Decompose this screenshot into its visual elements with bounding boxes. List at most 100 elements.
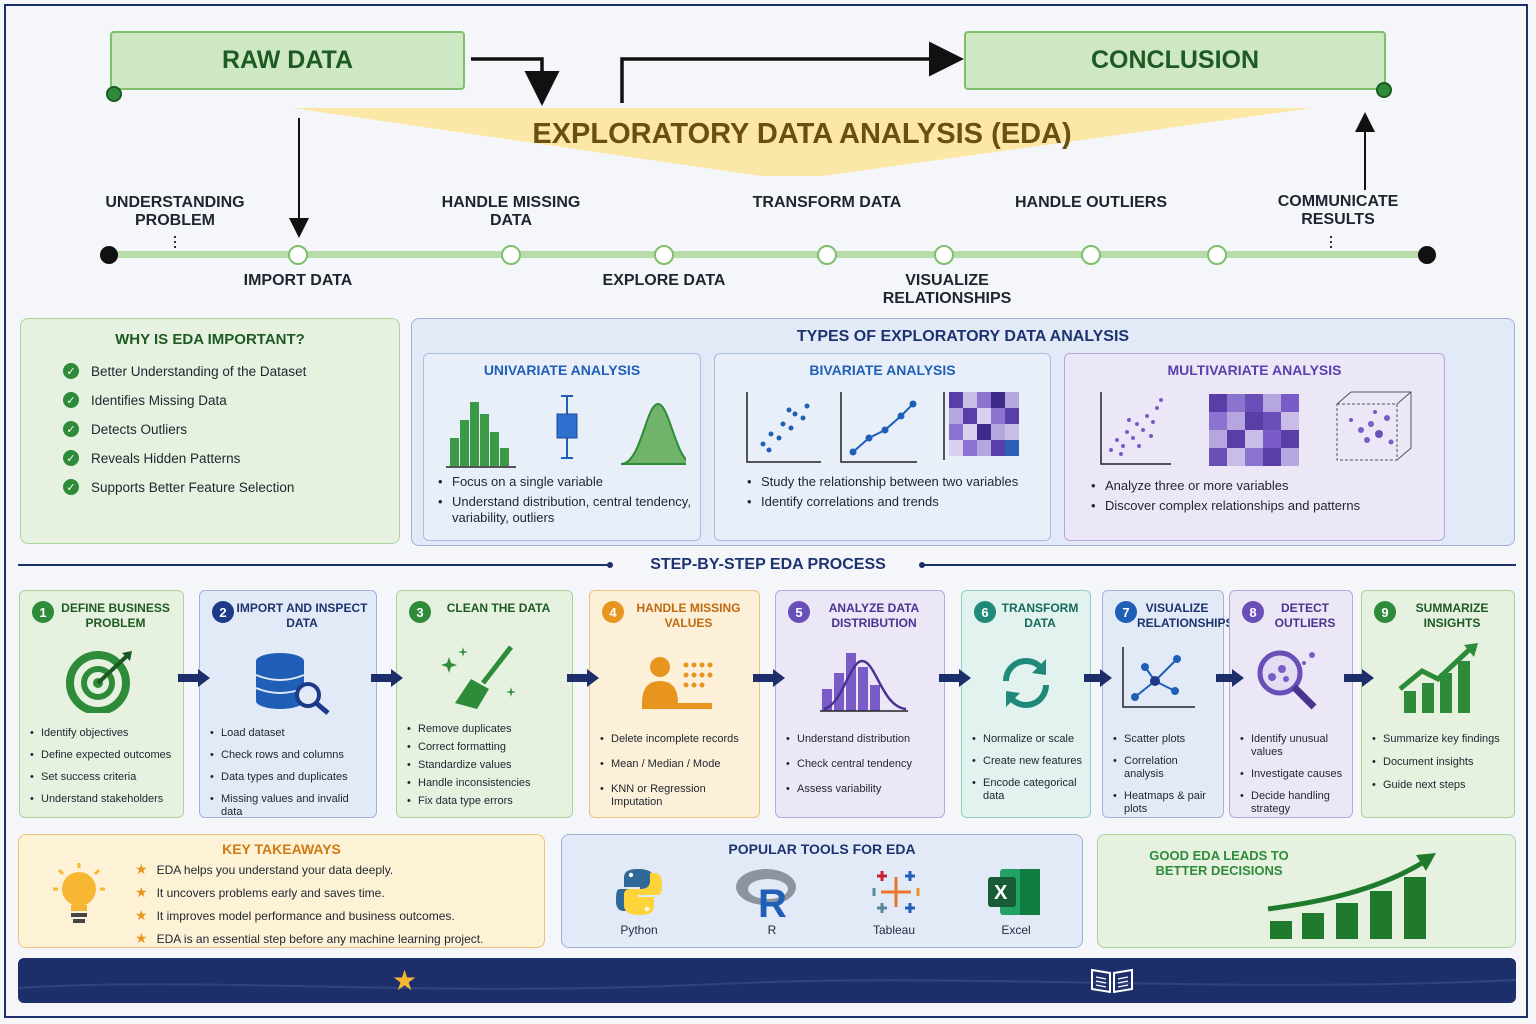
missing-values-icon — [642, 657, 713, 709]
takeaway-text: It uncovers problems early and saves tim… — [156, 885, 385, 900]
step-7: 7 VISUALIZE RELATIONSHIPS Scatter plots … — [1102, 590, 1234, 818]
step-item: Define expected outcomes — [30, 749, 179, 762]
bivariate-title: BIVARIATE ANALYSIS — [809, 362, 956, 378]
timeline-node — [501, 245, 521, 265]
tool-label-tableau: Tableau — [872, 923, 916, 937]
takeaways-panel: KEY TAKEAWAYS ★ EDA helps you understand … — [18, 834, 545, 948]
multivariate-scatter-icon — [1100, 392, 1171, 465]
arrow-icon — [178, 669, 210, 687]
step-items: Scatter plots Correlation analysis Heatm… — [1113, 733, 1219, 825]
arrow-icon — [567, 669, 599, 687]
step-item: Understand distribution — [786, 733, 940, 746]
star-icon: ★ — [135, 861, 148, 877]
step-item: Guide next steps — [1372, 779, 1510, 792]
bullet: Understand distribution, central tendenc… — [436, 494, 698, 526]
takeaways-title: KEY TAKEAWAYS — [222, 841, 341, 857]
timeline-end — [1418, 246, 1436, 264]
step-1: 1 DEFINE BUSINESS PROBLEM Identify objec… — [19, 590, 184, 818]
multivariate-panel: MULTIVARIATE ANALYSIS Analyze three or m… — [1064, 353, 1445, 541]
decisions-panel: GOOD EDA LEADS TO BETTER DECISIONS — [1097, 834, 1516, 948]
correlation-heatmap-icon — [943, 392, 1019, 460]
step-item: Remove duplicates — [407, 723, 568, 736]
step-item: Missing values and invalid data — [210, 793, 372, 819]
step-number: 4 — [602, 601, 624, 623]
timeline-label-missing: HANDLE MISSING DATA — [441, 194, 581, 229]
timeline-start — [100, 246, 118, 264]
arrow-icon — [1216, 669, 1244, 687]
takeaway-text: EDA helps you understand your data deepl… — [156, 862, 394, 877]
network-chart-icon — [1122, 647, 1195, 708]
tools-title: POPULAR TOOLS FOR EDA — [728, 841, 916, 857]
step-title: VISUALIZE RELATIONSHIPS — [1137, 601, 1234, 630]
step-title: DEFINE BUSINESS PROBLEM — [61, 601, 170, 630]
bullet: Identify correlations and trends — [745, 494, 1045, 510]
conclusion-dot — [1376, 82, 1392, 98]
takeaway-text: It improves model performance and busine… — [156, 908, 455, 923]
why-item-label: Better Understanding of the Dataset — [91, 363, 307, 379]
step-items: Understand distribution Check central te… — [786, 733, 940, 808]
star-icon: ★ — [392, 965, 418, 996]
step-item: Standardize values — [407, 759, 568, 772]
why-item-label: Reveals Hidden Patterns — [91, 450, 241, 466]
why-eda-title: WHY IS EDA IMPORTANT? — [115, 331, 305, 348]
arrow-icon — [939, 669, 971, 687]
types-panel: TYPES OF EXPLORATORY DATA ANALYSIS UNIVA… — [411, 318, 1515, 546]
step-item: Assess variability — [786, 783, 940, 796]
timeline-label-visualize: VISUALIZE RELATIONSHIPS — [882, 272, 1012, 307]
footer-bar: ★ — [18, 958, 1516, 1003]
step-item: Correlation analysis — [1113, 755, 1219, 781]
takeaway-text: EDA is an essential step before any mach… — [156, 931, 484, 946]
timeline-label-outliers: HANDLE OUTLIERS — [1015, 194, 1167, 211]
timeline-node — [288, 245, 308, 265]
step-item: Load dataset — [210, 727, 372, 740]
types-title: TYPES OF EXPLORATORY DATA ANALYSIS — [796, 328, 1130, 345]
target-icon — [66, 651, 132, 713]
step-items: Delete incomplete records Mean / Median … — [600, 733, 755, 821]
check-icon: ✓ — [63, 479, 79, 495]
why-item: ✓Reveals Hidden Patterns — [63, 450, 240, 466]
step-title: DETECT OUTLIERS — [1274, 601, 1336, 630]
why-item-label: Supports Better Feature Selection — [91, 479, 295, 495]
svg-text:X: X — [994, 882, 1008, 904]
takeaway-item: ★It improves model performance and busin… — [135, 907, 483, 924]
excel-icon: X — [988, 869, 1040, 915]
step-title: HANDLE MISSING VALUES — [636, 601, 741, 630]
step-item: Correct formatting — [407, 741, 568, 754]
tool-label-python: Python — [620, 923, 658, 937]
3d-cube-scatter-icon — [1336, 391, 1412, 461]
step-2: 2 IMPORT AND INSPECT DATA Load dataset C… — [199, 590, 377, 818]
scatter-plot-icon — [746, 392, 821, 463]
step-title: TRANSFORM DATA — [1001, 601, 1079, 630]
takeaway-item: ★It uncovers problems early and saves ti… — [135, 884, 483, 901]
step-9: 9 SUMMARIZE INSIGHTS Summarize key findi… — [1361, 590, 1515, 818]
step-5: 5 ANALYZE DATA DISTRIBUTION Understand d… — [775, 590, 945, 818]
flow-arrows — [174, 41, 1375, 248]
bell-curve-icon — [620, 402, 686, 465]
eda-title: EXPLORATORY DATA ANALYSIS (EDA) — [532, 118, 1072, 150]
step-item: Scatter plots — [1113, 733, 1219, 746]
process-title: STEP-BY-STEP EDA PROCESS — [650, 556, 886, 573]
step-title: CLEAN THE DATA — [446, 601, 551, 615]
step-number: 1 — [32, 601, 54, 623]
why-item-label: Identifies Missing Data — [91, 392, 227, 408]
univariate-panel: UNIVARIATE ANALYSIS Focus on a single va… — [423, 353, 701, 541]
book-icon — [1091, 968, 1133, 994]
conclusion-label: CONCLUSION — [1090, 46, 1260, 74]
univariate-icons — [446, 395, 686, 468]
step-number: 2 — [212, 601, 234, 623]
check-icon: ✓ — [63, 363, 79, 379]
step-items: Identify objectives Define expected outc… — [30, 727, 179, 815]
check-icon: ✓ — [63, 421, 79, 437]
tool-label-r: R — [767, 923, 777, 937]
broom-icon — [441, 645, 516, 709]
bullet: Analyze three or more variables — [1089, 478, 1429, 494]
step-number: 6 — [974, 601, 996, 623]
why-item: ✓ Better Understanding of the Dataset — [63, 363, 306, 379]
step-item: Handle inconsistencies — [407, 777, 568, 790]
univariate-bullets: Focus on a single variable Understand di… — [436, 474, 698, 530]
step-item: Set success criteria — [30, 771, 179, 784]
timeline-node — [934, 245, 954, 265]
step-item: Heatmaps & pair plots — [1113, 790, 1219, 816]
step-number: 3 — [409, 601, 431, 623]
distribution-icon — [820, 653, 908, 712]
